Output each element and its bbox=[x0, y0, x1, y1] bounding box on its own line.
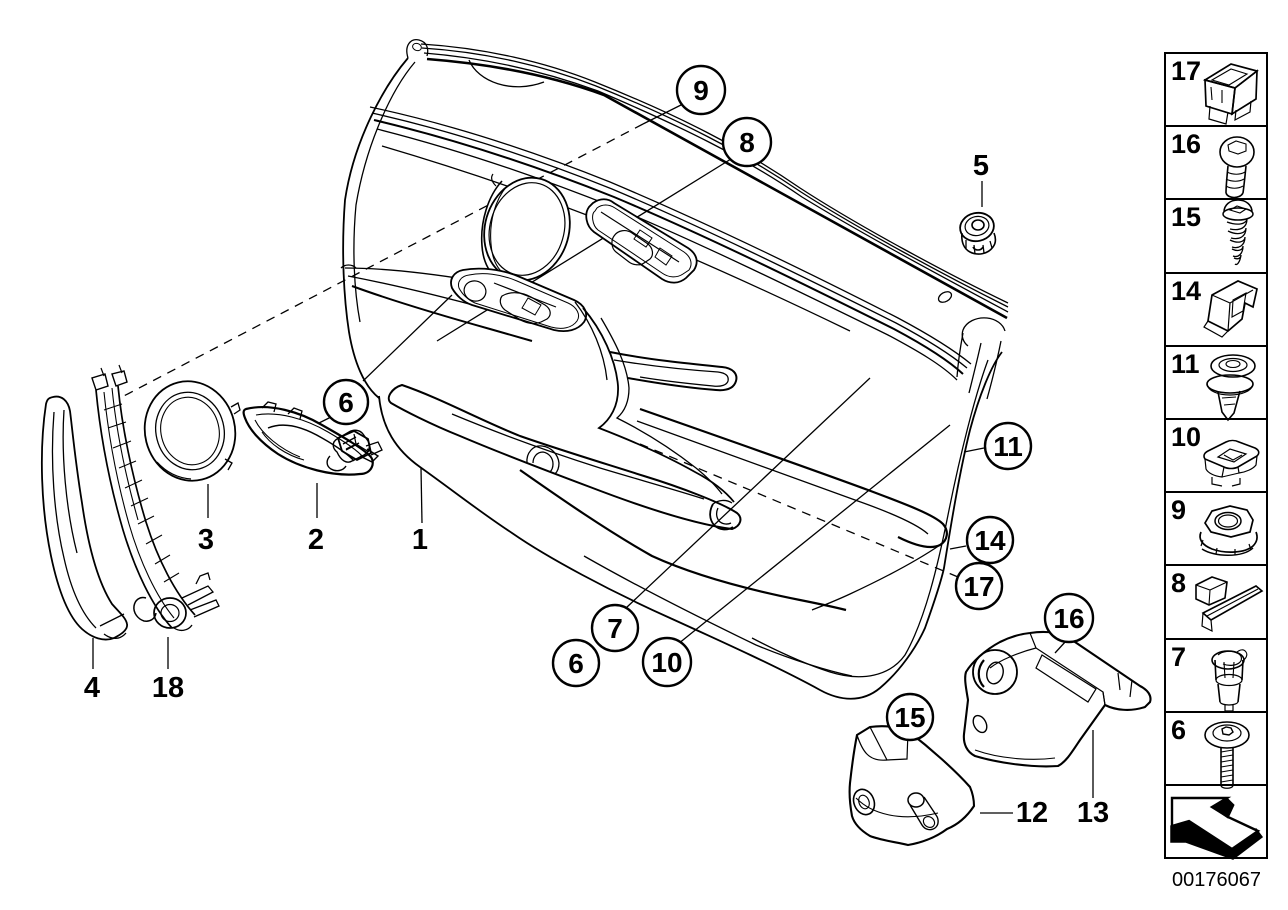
svg-text:1: 1 bbox=[412, 524, 428, 556]
svg-text:6: 6 bbox=[1171, 715, 1186, 745]
svg-text:5: 5 bbox=[973, 150, 989, 182]
svg-text:7: 7 bbox=[607, 613, 623, 644]
svg-text:12: 12 bbox=[1016, 797, 1048, 829]
svg-text:11: 11 bbox=[993, 431, 1023, 462]
svg-text:4: 4 bbox=[84, 672, 100, 704]
svg-text:9: 9 bbox=[693, 75, 709, 106]
svg-text:10: 10 bbox=[1171, 422, 1201, 452]
svg-text:17: 17 bbox=[963, 571, 994, 602]
svg-text:13: 13 bbox=[1077, 797, 1109, 829]
svg-text:6: 6 bbox=[568, 648, 584, 679]
svg-text:17: 17 bbox=[1171, 56, 1201, 86]
svg-text:00176067: 00176067 bbox=[1172, 869, 1261, 891]
svg-text:2: 2 bbox=[308, 524, 324, 556]
svg-text:6: 6 bbox=[338, 387, 354, 418]
svg-text:15: 15 bbox=[1171, 202, 1201, 232]
svg-text:14: 14 bbox=[974, 525, 1006, 556]
svg-text:8: 8 bbox=[739, 127, 755, 158]
svg-text:16: 16 bbox=[1171, 129, 1201, 159]
svg-text:3: 3 bbox=[198, 524, 214, 556]
svg-text:18: 18 bbox=[152, 672, 184, 704]
svg-text:14: 14 bbox=[1171, 276, 1201, 306]
svg-text:15: 15 bbox=[894, 702, 925, 733]
svg-text:8: 8 bbox=[1171, 568, 1186, 598]
svg-text:16: 16 bbox=[1053, 603, 1084, 634]
svg-text:11: 11 bbox=[1171, 349, 1200, 379]
svg-text:10: 10 bbox=[651, 647, 682, 678]
svg-text:7: 7 bbox=[1171, 642, 1186, 672]
svg-text:9: 9 bbox=[1171, 495, 1186, 525]
